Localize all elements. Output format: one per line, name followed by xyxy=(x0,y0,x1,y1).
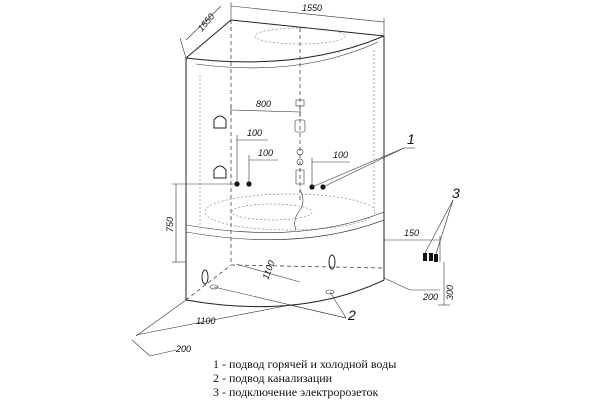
dim-right-200: 200 xyxy=(422,292,438,302)
dim-right-150: 150 xyxy=(404,228,419,238)
callout-3: 3 xyxy=(452,185,460,201)
dim-right-300: 300 xyxy=(445,285,455,300)
dim-100-b: 100 xyxy=(258,148,273,158)
cabin-outline xyxy=(185,19,385,308)
socket-icon xyxy=(434,254,438,262)
legend-item-sockets: 3 - подключение электророзеток xyxy=(213,385,379,399)
callout-2: 2 xyxy=(347,307,356,323)
callout-1: 1 xyxy=(407,131,415,147)
dim-top-width: 1550 xyxy=(302,3,322,13)
legend-item-water: 1 - подвод горячей и холодной воды xyxy=(213,357,397,371)
dim-inner-1100: 1100 xyxy=(260,259,276,281)
callout-leaders xyxy=(213,147,454,319)
dim-top-depth: 1550 xyxy=(196,12,217,34)
electrical-sockets xyxy=(423,253,438,262)
legend-item-drain: 2 - подвод канализации xyxy=(213,371,333,385)
dimension-lines xyxy=(131,2,450,357)
dim-100-c: 100 xyxy=(333,150,348,160)
dim-base-1100: 1100 xyxy=(196,316,215,326)
legend: 1 - подвод горячей и холодной воды 2 - п… xyxy=(213,357,396,399)
dim-750: 750 xyxy=(165,217,175,232)
dim-800: 800 xyxy=(256,99,271,109)
socket-icon xyxy=(429,253,433,261)
socket-icon xyxy=(423,253,427,261)
dim-100-a: 100 xyxy=(247,128,262,138)
dim-base-200: 200 xyxy=(175,344,191,354)
shower-fittings xyxy=(201,99,336,295)
